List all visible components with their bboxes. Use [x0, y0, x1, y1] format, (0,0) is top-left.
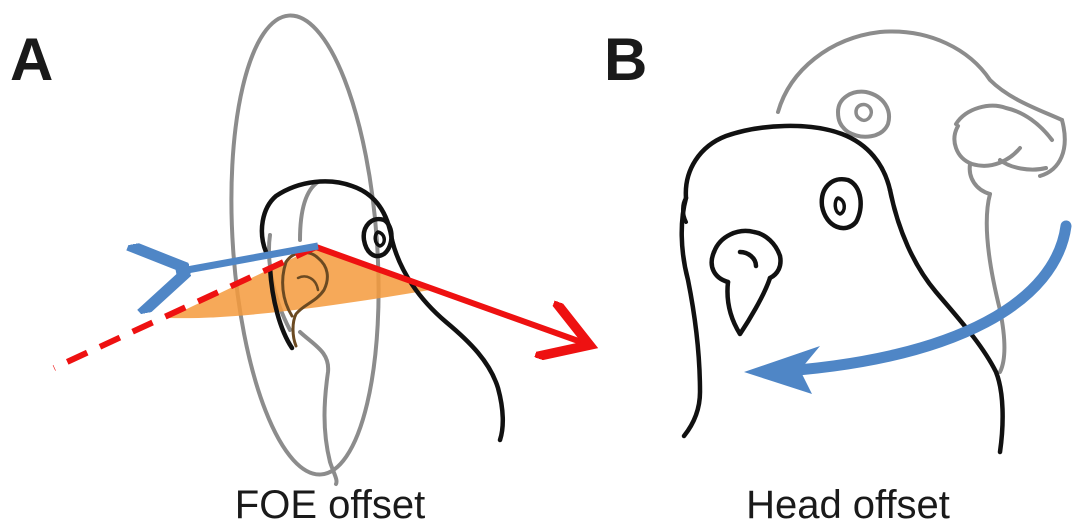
panel-b: B	[604, 26, 1066, 527]
panel-a: A	[10, 11, 584, 527]
panel-b-caption: Head offset	[746, 483, 950, 527]
panel-a-caption: FOE offset	[235, 483, 425, 527]
panel-b-letter: B	[604, 26, 647, 93]
pigeon-head-front-icon	[682, 126, 1003, 452]
panel-a-letter: A	[10, 26, 53, 93]
pigeon-head-front-icon	[262, 181, 503, 440]
